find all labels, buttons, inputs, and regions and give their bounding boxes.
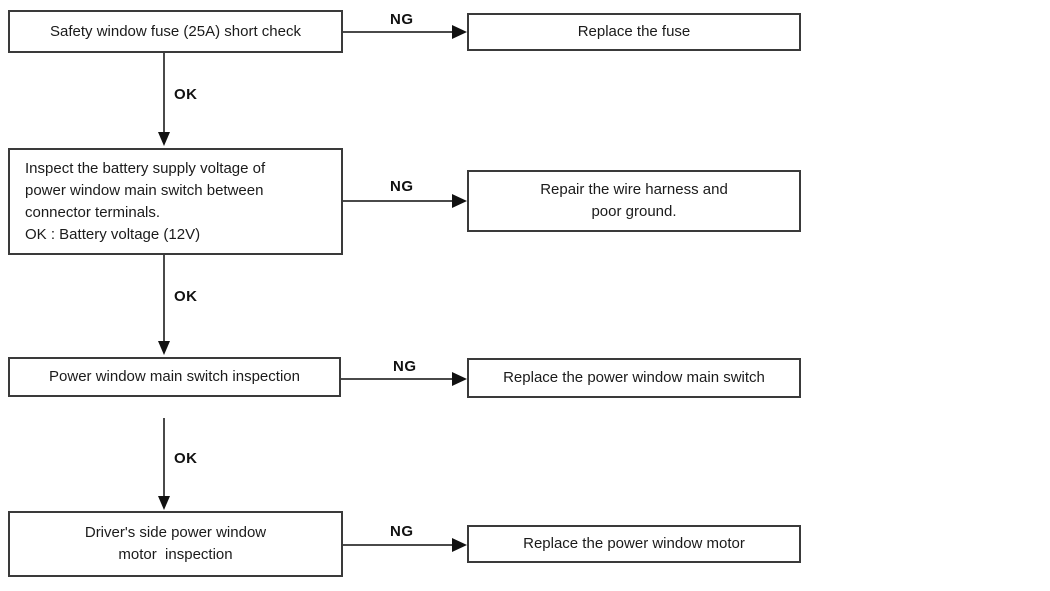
step-3-ng-action-box: Replace the power window main switch — [467, 358, 801, 398]
step-4-ng-arrow-line — [343, 544, 454, 546]
step-2-ng-arrow-line — [343, 200, 454, 202]
step-2-ng-arrowhead-icon — [452, 194, 467, 208]
step-3-check-box: Power window main switch inspection — [8, 357, 341, 397]
step-1-ng-label: NG — [390, 11, 414, 28]
step-1-check-text: Safety window fuse (25A) short check — [50, 22, 301, 40]
step-2-check-box: Inspect the battery supply voltage of po… — [8, 148, 343, 255]
step-3-ok-arrowhead-icon — [158, 496, 170, 510]
step-3-ng-action-text: Replace the power window main switch — [503, 369, 765, 386]
step-4-ng-action-text: Replace the power window motor — [523, 535, 745, 552]
step-1-check-box: Safety window fuse (25A) short check — [8, 10, 343, 53]
step-2-ng-label: NG — [390, 178, 414, 195]
step-4-ng-label: NG — [390, 523, 414, 540]
step-2-ok-label: OK — [174, 288, 198, 305]
step-3-ok-label: OK — [174, 450, 198, 467]
step-1-ok-label: OK — [174, 86, 198, 103]
step-2-check-text: Inspect the battery supply voltage of po… — [25, 159, 266, 243]
step-3-check-text: Power window main switch inspection — [49, 368, 300, 385]
step-2-ok-arrowhead-icon — [158, 341, 170, 355]
step-1-ng-arrow-line — [343, 31, 454, 33]
step-4-check-box: Driver's side power window motor inspect… — [8, 511, 343, 577]
step-1-ng-action-text: Replace the fuse — [577, 23, 691, 40]
step-3-ng-arrowhead-icon — [452, 372, 467, 386]
step-4-check-text: Driver's side power window motor inspect… — [84, 524, 267, 563]
step-1-ok-arrowhead-icon — [158, 132, 170, 146]
step-2-ok-arrow-line — [163, 255, 165, 343]
step-4-ng-action-box: Replace the power window motor — [467, 525, 801, 563]
step-4-ng-arrowhead-icon — [452, 538, 467, 552]
step-3-ng-label: NG — [393, 358, 417, 375]
step-2-ng-action-text: Repair the wire harness and poor ground. — [540, 181, 728, 220]
step-3-ok-arrow-line — [163, 418, 165, 498]
step-1-ng-arrowhead-icon — [452, 25, 467, 39]
step-3-ng-arrow-line — [341, 378, 454, 380]
step-1-ng-action-box: Replace the fuse — [467, 13, 801, 51]
step-1-ok-arrow-line — [163, 53, 165, 134]
step-2-ng-action-box: Repair the wire harness and poor ground. — [467, 170, 801, 232]
